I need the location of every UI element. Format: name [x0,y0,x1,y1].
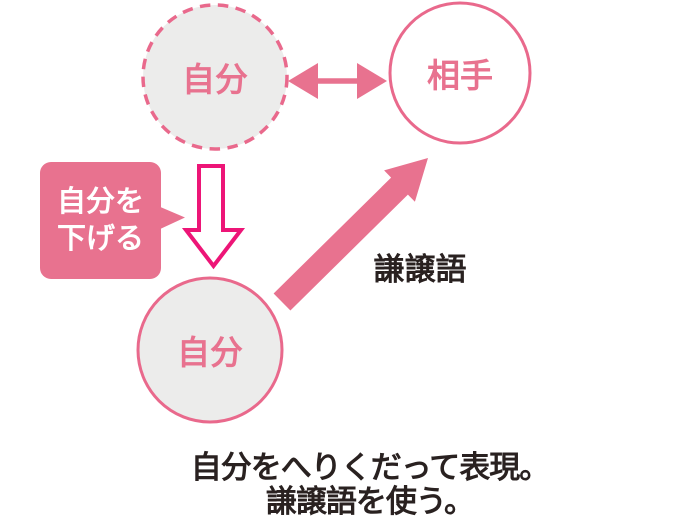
other-label: 相手 [427,57,493,94]
caption: 自分をへりくだって表現。 謙譲語を使う。 [170,451,570,519]
callout-pointer [158,206,185,230]
self-bottom-circle [136,276,284,424]
other-circle [388,1,532,145]
self-top-label: 自分 [182,61,248,98]
kenjougo-arrow-label: 謙譲語 [373,251,467,287]
callout-text: 自分を 下げる [40,162,161,279]
callout-line1: 自分を [56,185,144,218]
kenjougo-arrow-icon [273,158,428,311]
double-arrow-icon [288,63,387,99]
caption-line1: 自分をへりくだって表現。 [190,450,550,485]
down-arrow-icon [181,164,246,270]
self-bottom-label: 自分 [177,334,243,371]
caption-line2: 謙譲語を使う。 [265,484,475,519]
self-top-circle-dashed [141,3,289,151]
callout-box [40,162,161,279]
callout-line2: 下げる [56,222,144,255]
